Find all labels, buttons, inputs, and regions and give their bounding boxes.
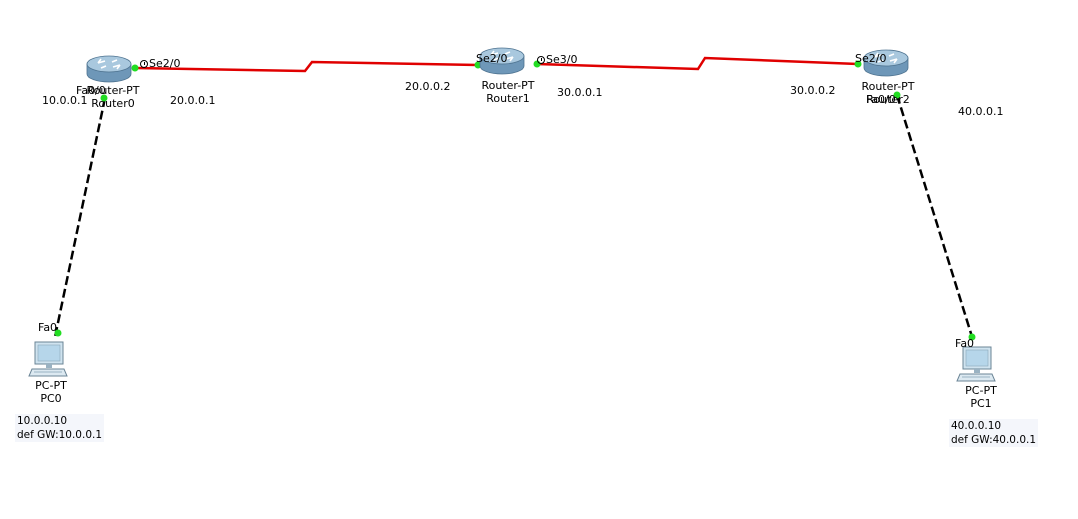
router1-label: Router-PT Router1 (463, 79, 553, 105)
pc1-label: PC-PT PC1 (936, 384, 1026, 410)
port-name: Se2/0 (149, 57, 181, 70)
router2-label: Router-PT Router2 (843, 80, 933, 106)
clock-icon (537, 56, 545, 64)
note-gateway: def GW:10.0.0.1 (17, 429, 103, 441)
pc0-label: PC-PT PC0 (6, 379, 96, 405)
note-gateway: def GW:40.0.0.1 (951, 434, 1037, 446)
device-model: Router-PT (481, 79, 535, 92)
device-name: PC0 (40, 392, 62, 405)
port-label-r0-se: Se2/0 (140, 57, 180, 70)
serial-link-router0-router1[interactable] (134, 60, 479, 73)
port-label-r2-se: Se2/0 (855, 52, 887, 65)
device-name: Router0 (91, 97, 135, 110)
router-icon[interactable] (862, 48, 910, 80)
note-ip: 40.0.0.10 (951, 420, 1002, 432)
port-name: Se3/0 (546, 53, 578, 66)
note-ip: 10.0.0.10 (17, 415, 68, 427)
note-pc1[interactable]: 40.0.0.10 def GW:40.0.0.1 (949, 419, 1039, 447)
pc-icon[interactable] (28, 340, 68, 380)
device-name: Router1 (486, 92, 530, 105)
device-model: PC-PT (35, 379, 67, 392)
port-label-pc1: Fa0 (955, 337, 975, 350)
ip-label-r0-fa: 10.0.0.1 (42, 94, 88, 107)
port-status-dot (131, 64, 139, 72)
clock-icon (140, 60, 148, 68)
port-label-r1-se3: Se3/0 (537, 53, 577, 66)
router0-label: Router-PT Router0 (68, 84, 158, 110)
pc-icon[interactable] (956, 345, 996, 385)
serial-link-router1-router2[interactable] (536, 56, 859, 71)
device-name: PC1 (970, 397, 992, 410)
port-label-r1-se2: Se2/0 (476, 52, 508, 65)
ip-label-r1-se3: 30.0.0.1 (557, 86, 603, 99)
port-status-dot (893, 91, 901, 99)
ip-label-r0-se: 20.0.0.1 (170, 94, 216, 107)
port-status-dot (968, 333, 976, 341)
device-name: Router2 (866, 93, 910, 106)
router-icon[interactable] (478, 46, 526, 78)
device-model: Router-PT (86, 84, 140, 97)
port-label-pc0: Fa0 (38, 321, 58, 334)
port-label-r2-fa: Fa0/0 (866, 93, 896, 106)
device-model: PC-PT (965, 384, 997, 397)
ip-label-r2-se: 30.0.0.2 (790, 84, 836, 97)
port-label-r0-fa: Fa0/0 (76, 84, 106, 97)
port-status-dot (854, 60, 862, 68)
ip-label-r2-fa: 40.0.0.1 (958, 105, 1004, 118)
note-pc0[interactable]: 10.0.0.10 def GW:10.0.0.1 (15, 414, 105, 442)
port-status-dot (54, 329, 62, 337)
port-status-dot (100, 94, 108, 102)
device-model: Router-PT (861, 80, 915, 93)
ethernet-link-router0-pc0[interactable] (53, 97, 107, 338)
ip-label-r1-se2: 20.0.0.2 (405, 80, 451, 93)
ethernet-link-router2-pc1[interactable] (895, 94, 975, 341)
router-icon[interactable] (85, 54, 133, 86)
